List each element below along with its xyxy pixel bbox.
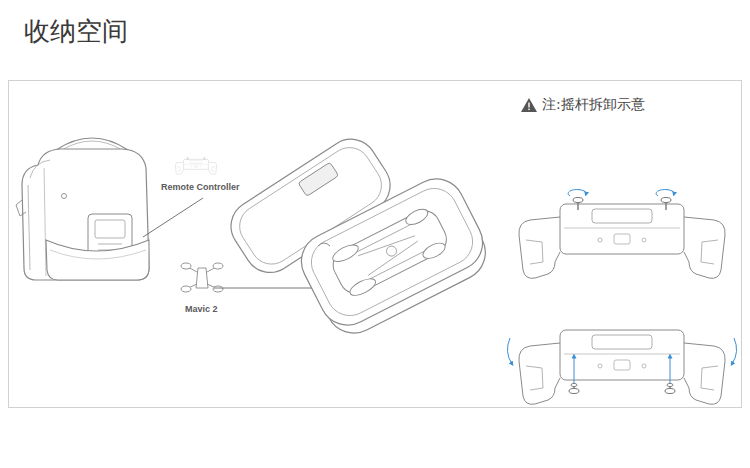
part-label: Mavic 2 <box>185 304 218 315</box>
part-label: Remote Controller <box>161 182 240 193</box>
note-text: 注:摇杆拆卸示意 <box>542 96 645 113</box>
page-title: 收纳空间 <box>24 16 128 47</box>
